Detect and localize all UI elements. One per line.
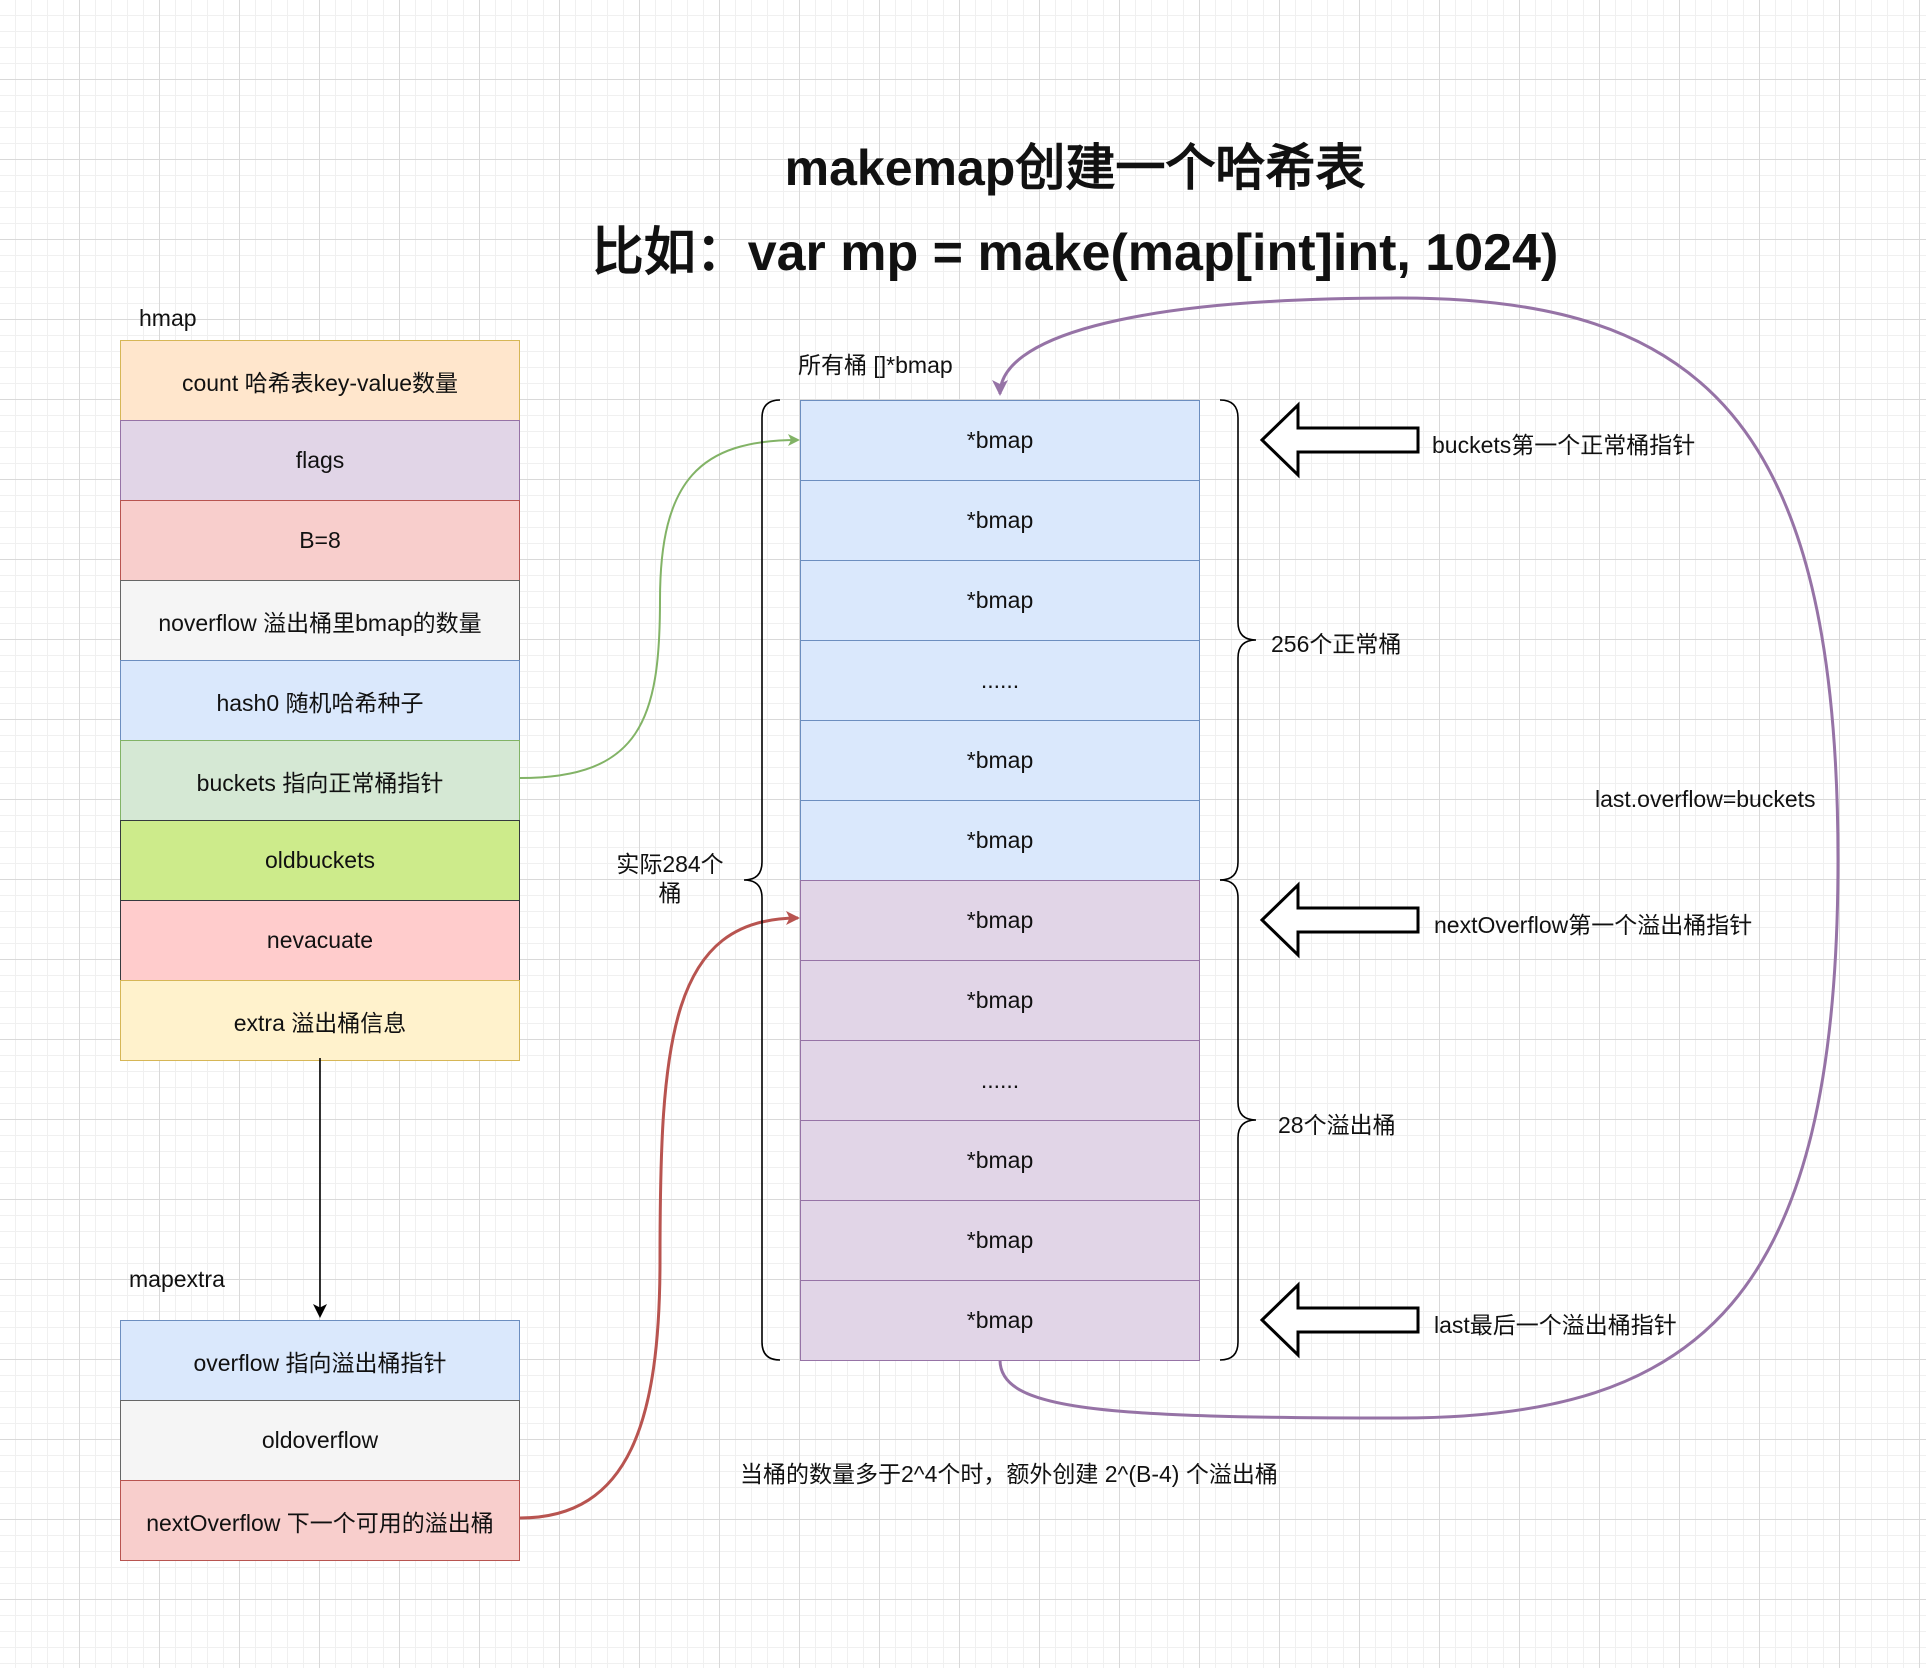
next-overflow-hollow-arrow — [1259, 881, 1420, 959]
last-hollow-arrow — [1259, 1281, 1420, 1359]
buckets-first-hollow-arrow — [1259, 401, 1420, 479]
hmap-field-buckets-5: buckets 指向正常桶指针 — [120, 740, 520, 821]
last-overflow-label: last.overflow=buckets — [1595, 786, 1816, 812]
normal-bucket-bmap-2: *bmap — [800, 560, 1200, 641]
total-brace — [743, 399, 781, 1361]
buckets-first-pointer-label: buckets第一个正常桶指针 — [1432, 432, 1696, 458]
normal-bucket-bmap-0: *bmap — [800, 400, 1200, 481]
hmap-label: hmap — [139, 305, 197, 331]
mapextra-field-oldoverflow-1: oldoverflow — [120, 1400, 520, 1481]
overflow-bucket-bmap-4: *bmap — [800, 1200, 1200, 1281]
overflow-buckets-label: 28个溢出桶 — [1278, 1112, 1396, 1138]
normal-bucket-bmap-1: *bmap — [800, 480, 1200, 561]
overflow-bucket-bmap-3: *bmap — [800, 1120, 1200, 1201]
footnote: 当桶的数量多于2^4个时，额外创建 2^(B-4) 个溢出桶 — [740, 1461, 1278, 1487]
normal-bucket-bmap-4: *bmap — [800, 720, 1200, 801]
overflow-bucket-bmap-0: *bmap — [800, 880, 1200, 961]
hmap-field-hash0-4: hash0 随机哈希种子 — [120, 660, 520, 741]
normal-bucket-item-3: ...... — [800, 640, 1200, 721]
buckets-pointer-arrow — [519, 434, 800, 779]
last-overflow-loop-arrow — [992, 296, 1840, 1420]
next-overflow-pointer-arrow — [519, 911, 800, 1520]
overflow-brace — [1219, 879, 1257, 1361]
hmap-field-extra-8: extra 溢出桶信息 — [120, 980, 520, 1061]
hmap-field-oldbuckets-6: oldbuckets — [120, 820, 520, 901]
mapextra-field-overflow-0: overflow 指向溢出桶指针 — [120, 1320, 520, 1401]
mapextra-label: mapextra — [129, 1266, 225, 1292]
title-line-1: makemap创建一个哈希表 — [784, 140, 1366, 196]
buckets-label: 所有桶 []*bmap — [798, 352, 953, 378]
mapextra-field-nextoverflow-2: nextOverflow 下一个可用的溢出桶 — [120, 1480, 520, 1561]
next-overflow-pointer-label: nextOverflow第一个溢出桶指针 — [1434, 912, 1753, 938]
hmap-field-count-key-value-0: count 哈希表key-value数量 — [120, 340, 520, 421]
title-line-2: 比如：var mp = make(map[int]int, 1024) — [591, 224, 1559, 282]
total-buckets-label: 实际284个桶 — [616, 851, 724, 906]
normal-buckets-label: 256个正常桶 — [1271, 631, 1402, 657]
normal-brace — [1219, 399, 1257, 881]
last-pointer-label: last最后一个溢出桶指针 — [1434, 1312, 1677, 1338]
